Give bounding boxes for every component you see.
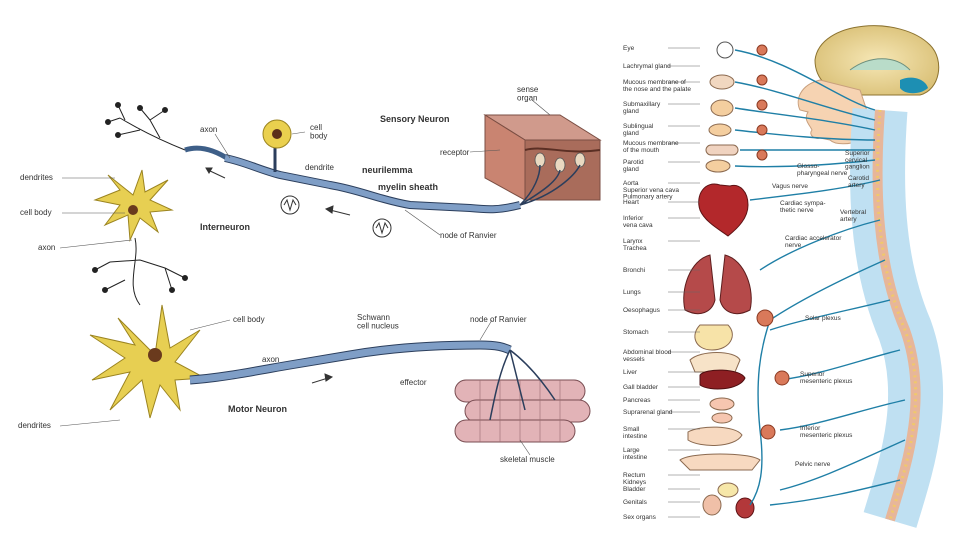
cardiac-label: Cardiac sympa-thetic nerve <box>780 200 826 214</box>
nerve-labels: Vagus nerve Cardiac sympa-thetic nerve G… <box>772 150 870 468</box>
sensory-fiber <box>224 154 521 214</box>
signal-icon-2 <box>372 218 392 238</box>
organ-label: Genitals <box>623 499 648 506</box>
heart <box>698 183 749 237</box>
interneuron-dendrites <box>105 102 186 151</box>
axon-label-top: axon <box>200 125 217 134</box>
motor-axon <box>189 340 512 385</box>
organs <box>679 41 761 519</box>
organ-label: Liver <box>623 369 638 376</box>
interneuron-cell <box>93 169 174 242</box>
dendrite-label: dendrite <box>305 163 334 172</box>
organ-label: Heart <box>623 199 639 206</box>
organ-label: Gall bladder <box>623 384 659 391</box>
organ-label: Stomach <box>623 329 649 336</box>
interneuron-axon-down <box>92 237 188 306</box>
dendrites-motor-label: dendrites <box>18 421 51 430</box>
organ-label: Pancreas <box>623 397 651 404</box>
solar-label: Solar plexus <box>805 315 842 322</box>
axon-left-label: axon <box>38 243 55 252</box>
glossopharyngeal-label: Glosso-pharyngeal nerve <box>797 163 848 177</box>
sensory-cell-body <box>262 119 292 172</box>
ganglia <box>756 44 790 440</box>
skeletal-muscle-label: skeletal muscle <box>500 455 555 464</box>
skeletal-muscle <box>454 349 591 443</box>
organ-label: Lachrymal gland <box>623 63 671 70</box>
organ-leader-lines <box>668 47 700 518</box>
liver <box>699 369 746 390</box>
receptor-label: receptor <box>440 148 470 157</box>
effector-label: effector <box>400 378 427 387</box>
vagus-label: Vagus nerve <box>772 183 808 190</box>
receptor-block <box>483 114 602 206</box>
brain <box>814 25 940 96</box>
organ-label: Suprarenal gland <box>623 409 673 416</box>
dendrites-left-label: dendrites <box>20 173 53 182</box>
motor-neuron-label: Motor Neuron <box>228 404 287 414</box>
organ-label: Sex organs <box>623 514 657 521</box>
pelvic-label: Pelvic nerve <box>795 461 831 468</box>
organ-label: Oesophagus <box>623 307 661 314</box>
nerve-branches <box>734 49 906 506</box>
organ-label: Bronchi <box>623 267 645 274</box>
neuron-leader-lines <box>59 99 551 456</box>
neurilemma-label: neurilemma <box>362 165 414 175</box>
cell-body-left-label: cell body <box>20 208 52 217</box>
lungs <box>683 254 752 315</box>
signal-icon-1 <box>280 195 300 215</box>
organ-label: Lungs <box>623 289 641 296</box>
interneuron-label: Interneuron <box>200 222 250 232</box>
axon-motor-label: axon <box>262 355 279 364</box>
spinal-column <box>850 108 944 528</box>
node-of-ranvier-motor-label: node of Ranvier <box>470 315 527 324</box>
sensory-neuron-label: Sensory Neuron <box>380 114 450 124</box>
cell-body-motor-label: cell body <box>233 315 265 324</box>
myelin-sheath-label: myelin sheath <box>378 182 438 192</box>
direction-arrow <box>205 167 351 384</box>
node-of-ranvier-top-label: node of Ranvier <box>440 231 497 240</box>
motor-neuron-cell <box>89 304 207 419</box>
interneuron-axon <box>184 145 232 163</box>
organ-label: Bladder <box>623 486 646 493</box>
organ-label: Eye <box>623 45 635 52</box>
